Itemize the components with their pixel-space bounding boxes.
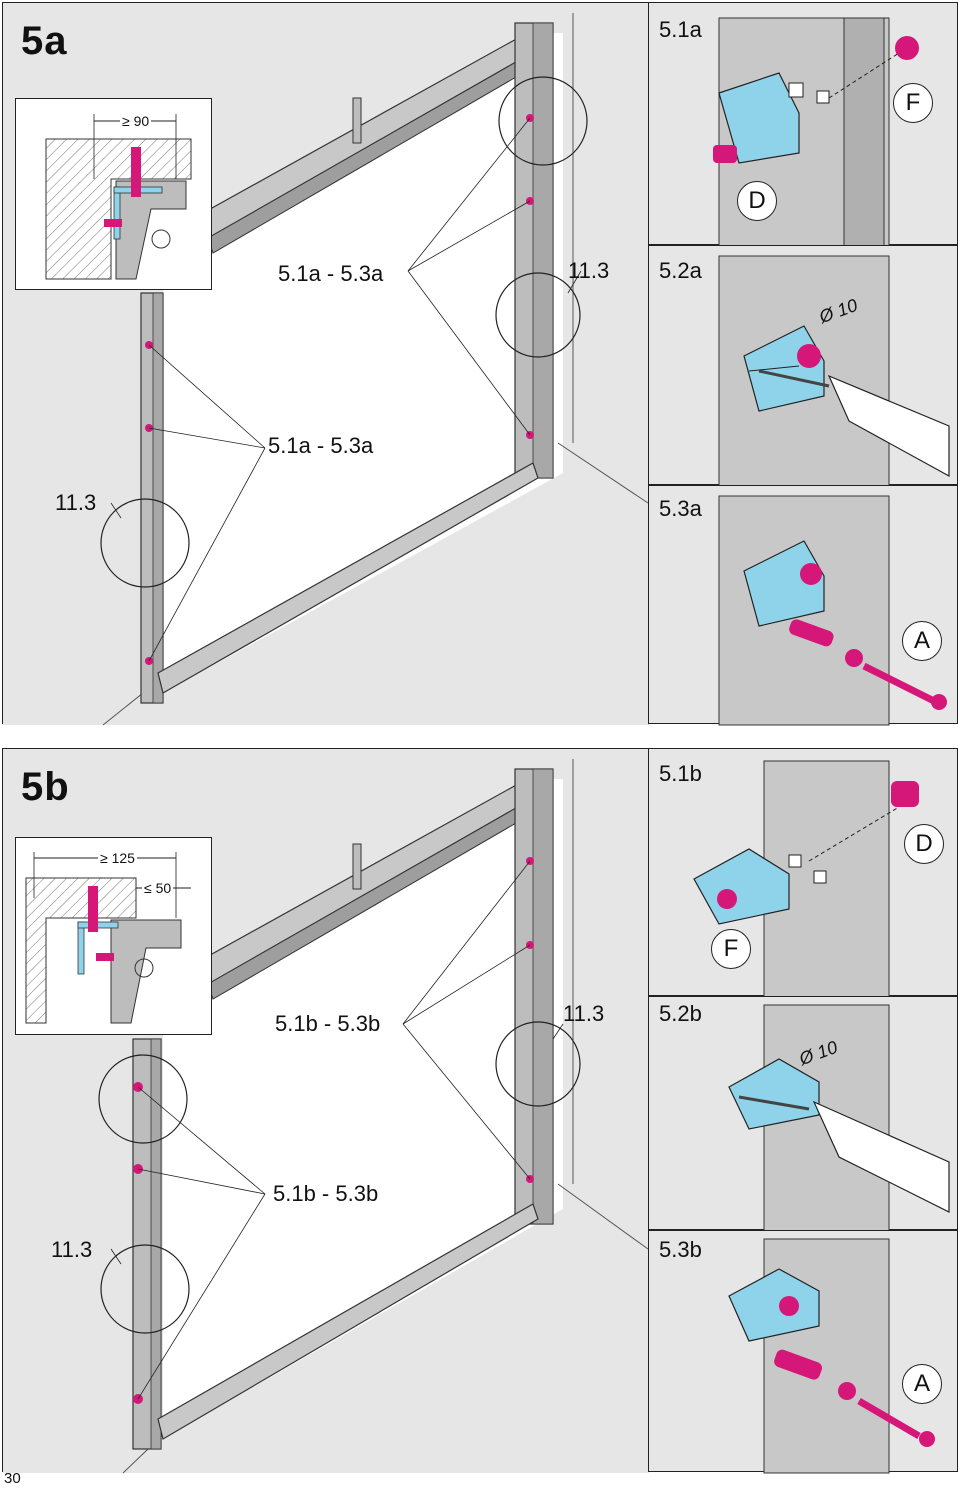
step-5-3a-panel: 5.3a A bbox=[648, 485, 958, 726]
step-5-1b-drawing bbox=[693, 760, 919, 998]
section-5b-main-panel: 5b ≥ 125 ≤ 50 5.1b - 5.3b 5.1b - 5.3b 11… bbox=[2, 748, 649, 1474]
part-badge-d: D bbox=[904, 824, 944, 864]
callout-lower: 5.1a - 5.3a bbox=[268, 433, 374, 458]
step-label: 5.1b bbox=[659, 761, 702, 786]
step-label: 5.1a bbox=[659, 17, 702, 42]
step-5-1a-panel: 5.1a F D bbox=[648, 2, 958, 247]
part-badge-f: F bbox=[711, 929, 751, 969]
section-title: 5b bbox=[21, 765, 70, 809]
callout-upper: 5.1a - 5.3a bbox=[278, 261, 384, 286]
inset-drawing-5a bbox=[45, 114, 192, 280]
step-5-2a-panel: 5.2a Ø 10 bbox=[648, 245, 958, 487]
inset-drawing-5b bbox=[25, 852, 191, 1024]
step-5-3a-drawing bbox=[718, 495, 947, 726]
part-badge-d: D bbox=[737, 181, 777, 221]
reference-right: 11.3 bbox=[563, 1001, 605, 1026]
step-5-2b-drawing bbox=[728, 1004, 950, 1232]
part-badge-a: A bbox=[902, 1364, 942, 1404]
callout-lower: 5.1b - 5.3b bbox=[273, 1181, 379, 1206]
dimension-inner-label: ≤ 50 bbox=[142, 880, 174, 896]
section-title: 5a bbox=[21, 19, 68, 63]
section-5a-main-panel: 5a ≥ 90 5.1a - 5.3a 5.1a - 5.3a 11.3 11.… bbox=[2, 2, 649, 726]
step-5-2b-panel: 5.2b Ø 10 bbox=[648, 996, 958, 1232]
step-label: 5.2b bbox=[659, 1001, 702, 1026]
frame-drawing-5a bbox=[3, 3, 649, 726]
reference-right: 11.3 bbox=[568, 258, 610, 283]
inset-detail-5a: ≥ 90 bbox=[15, 98, 212, 290]
step-5-3b-drawing bbox=[728, 1238, 935, 1474]
step-label: 5.2a bbox=[659, 258, 702, 283]
step-5-3b-panel: 5.3b A bbox=[648, 1230, 958, 1474]
step-5-2a-drawing bbox=[718, 255, 950, 487]
part-badge-f: F bbox=[893, 83, 933, 123]
page-number: 30 bbox=[4, 1470, 21, 1487]
part-badge-a: A bbox=[902, 621, 942, 661]
callout-upper: 5.1b - 5.3b bbox=[275, 1011, 381, 1036]
dimension-label: ≥ 90 bbox=[120, 113, 152, 129]
dimension-outer-label: ≥ 125 bbox=[98, 850, 137, 866]
inset-detail-5b: ≥ 125 ≤ 50 bbox=[15, 837, 212, 1035]
step-label: 5.3a bbox=[659, 496, 702, 521]
step-label: 5.3b bbox=[659, 1237, 702, 1262]
step-5-1b-panel: 5.1b D F bbox=[648, 748, 958, 998]
reference-left: 11.3 bbox=[55, 490, 97, 515]
reference-left: 11.3 bbox=[51, 1237, 93, 1262]
